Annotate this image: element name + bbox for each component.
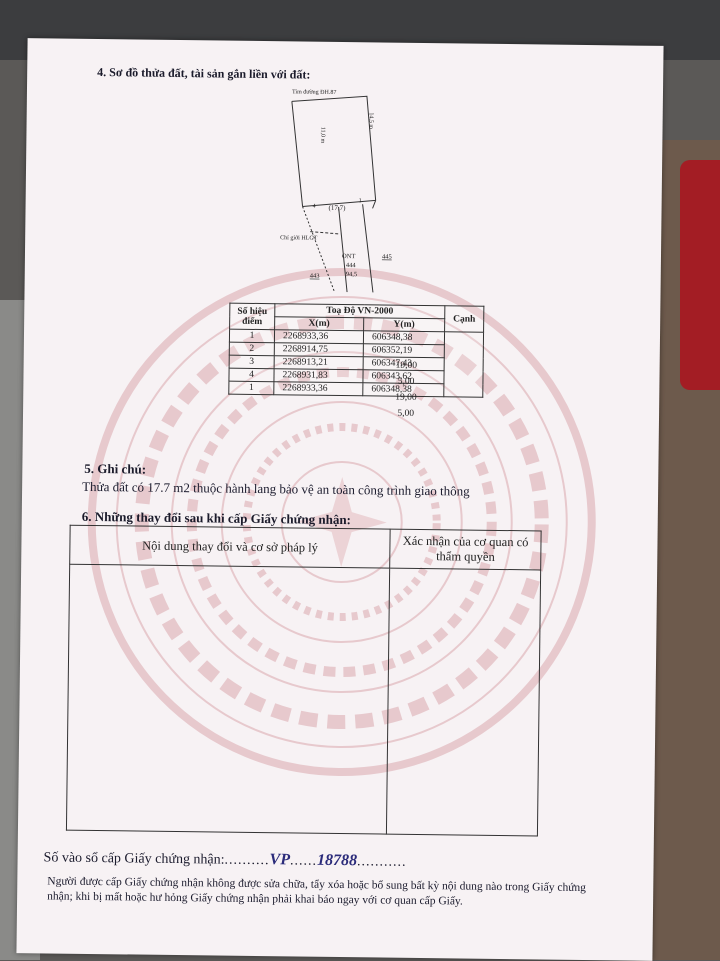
row-y: 606352,19: [363, 343, 445, 358]
edge-column: [443, 331, 484, 398]
header-point: Số hiệu điểm: [229, 303, 275, 330]
header-edge: Cạnh: [444, 305, 484, 333]
row-point: 3: [229, 355, 275, 369]
header-y: Y(m): [363, 317, 445, 332]
certificate-page: 4. Sơ đồ thửa đất, tài sản gắn liền với …: [16, 38, 664, 961]
row-x: 2268914,75: [274, 342, 364, 357]
land-type: ONT: [342, 253, 355, 260]
edge-1: 19,00: [395, 360, 418, 371]
parcel-area: 94,5: [346, 271, 357, 278]
corridor-label: Chỉ giới HLGT: [280, 235, 318, 241]
dim-left: 11,0 m: [319, 127, 325, 144]
registry-dots-mid: ......: [289, 853, 318, 869]
registry-dots-left: ..........: [224, 852, 270, 869]
neighbor-right: 445: [382, 253, 392, 260]
row-x: 2268913,21: [274, 355, 364, 370]
changes-content-cell: [66, 564, 390, 835]
section-4-title: 4. Sơ đồ thửa đất, tài sản gắn liền với …: [97, 65, 311, 82]
changes-table: Nội dung thay đổi và cơ sở pháp lý Xác n…: [66, 525, 542, 837]
edge-lengths: 19,00 5,00 19,00 5,00: [395, 358, 417, 422]
row-point: 1: [228, 381, 274, 395]
registry-number: 18788: [316, 851, 358, 870]
corridor-area: (17,7): [329, 204, 347, 212]
red-object: [680, 160, 720, 390]
parcel-sketch: Tim đường ĐH.87 11,0 m 14,5 m (17,7) 4 1…: [280, 89, 392, 293]
point-1-label: 1: [359, 198, 362, 204]
row-point: 4: [228, 368, 275, 382]
point-4-label: 4: [313, 204, 316, 210]
road-label: Tim đường ĐH.87: [292, 89, 336, 96]
row-x: 2268933,36: [274, 329, 364, 344]
edge-4: 5,00: [397, 408, 415, 419]
coordinate-table: Số hiệu điểm Toạ Độ VN-2000 Cạnh X(m) Y(…: [228, 302, 485, 398]
parcel-number: 444: [346, 262, 357, 269]
registry-label: Số vào sổ cấp Giấy chứng nhận:: [43, 850, 225, 868]
registry-line: Số vào sổ cấp Giấy chứng nhận:..........…: [43, 848, 407, 870]
edge-2: 5,00: [397, 376, 415, 387]
row-x: 2268933,36: [273, 381, 363, 396]
row-point: 1: [229, 329, 275, 343]
changes-confirmation-cell: [386, 568, 541, 836]
row-x: 2268931,83: [273, 368, 364, 383]
section-5-title: 5. Ghi chú:: [84, 460, 147, 477]
footer-notice: Người được cấp Giấy chứng nhận không đượ…: [47, 875, 587, 908]
changes-col-confirmation: Xác nhận của cơ quan có thẩm quyền: [389, 529, 542, 570]
dim-right: 14,5 m: [368, 112, 374, 129]
registry-dots-right: ...........: [356, 854, 407, 870]
header-x: X(m): [274, 316, 364, 331]
row-y: 606348,38: [363, 330, 445, 345]
registry-prefix: VP: [269, 851, 291, 869]
row-point: 2: [229, 342, 275, 356]
neighbor-left: 443: [310, 273, 320, 280]
changes-col-content: Nội dung thay đổi và cơ sở pháp lý: [69, 525, 391, 569]
edge-3: 19,00: [395, 392, 417, 403]
